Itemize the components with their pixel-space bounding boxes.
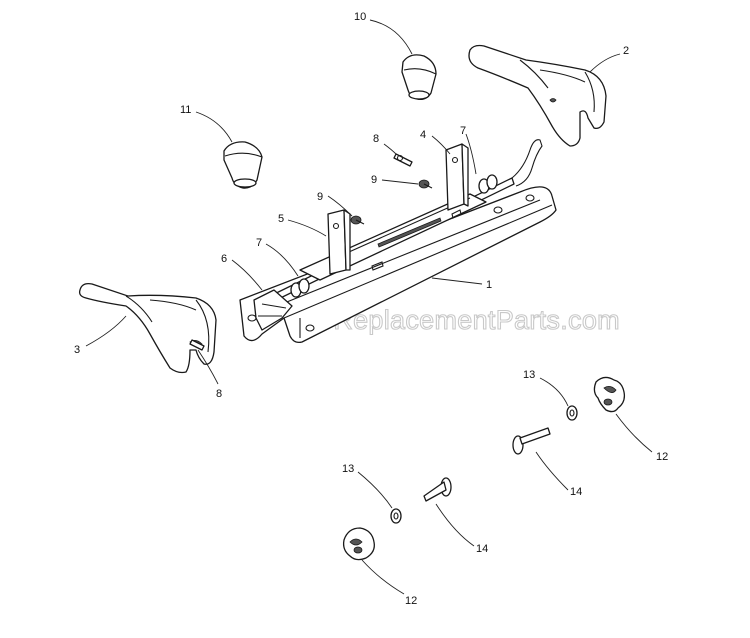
part-12-star-knob-right bbox=[593, 376, 626, 413]
part-8-clip-top bbox=[393, 153, 413, 167]
callout-6: 6 bbox=[221, 253, 227, 265]
callout-11: 11 bbox=[180, 104, 191, 116]
callout-9a: 9 bbox=[371, 174, 377, 186]
callout-3: 3 bbox=[74, 344, 80, 356]
callout-7b: 7 bbox=[256, 237, 262, 249]
part-14-bolt-left bbox=[423, 477, 452, 502]
part-5-bracket bbox=[327, 209, 351, 275]
callout-14a: 14 bbox=[570, 486, 582, 498]
part-7-collar-right bbox=[478, 174, 498, 194]
callout-8a: 8 bbox=[373, 133, 379, 145]
leader-lines bbox=[85, 19, 653, 595]
part-10-knob bbox=[401, 54, 437, 101]
part-8-clip-left bbox=[189, 339, 205, 351]
part-7-collar-left bbox=[290, 278, 310, 298]
watermark: eReplacementParts.com bbox=[318, 305, 620, 335]
callout-1: 1 bbox=[486, 279, 492, 291]
callout-4: 4 bbox=[420, 129, 426, 141]
callout-8b: 8 bbox=[216, 388, 222, 400]
part-2-handle bbox=[468, 44, 607, 147]
callout-13b: 13 bbox=[342, 463, 354, 475]
callout-13a: 13 bbox=[523, 369, 535, 381]
callout-9b: 9 bbox=[317, 191, 323, 203]
callout-2: 2 bbox=[623, 45, 629, 57]
part-9-screw-top bbox=[418, 179, 433, 189]
part-3-handle bbox=[78, 282, 217, 374]
part-4-bracket bbox=[445, 143, 469, 211]
callout-12a: 12 bbox=[656, 451, 668, 463]
part-14-bolt-right bbox=[512, 427, 551, 455]
callout-12b: 12 bbox=[405, 595, 417, 607]
callout-14b: 14 bbox=[476, 543, 488, 555]
part-13-nut-right bbox=[566, 405, 578, 421]
part-11-knob bbox=[223, 141, 263, 189]
part-12-star-knob-left bbox=[342, 527, 375, 561]
part-6-bracket bbox=[253, 289, 293, 331]
part-13-nut-left bbox=[390, 508, 402, 524]
callout-10: 10 bbox=[354, 11, 366, 23]
part-9-screw-left bbox=[350, 215, 365, 225]
callout-5: 5 bbox=[278, 213, 284, 225]
part-1-bracket bbox=[239, 186, 557, 344]
callout-7a: 7 bbox=[460, 125, 466, 137]
